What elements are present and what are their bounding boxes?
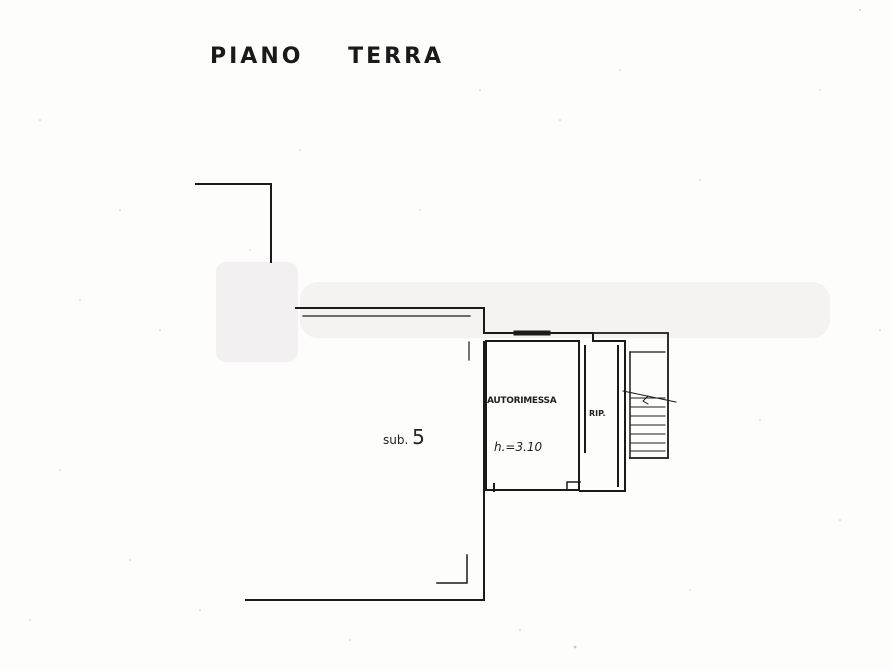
wall-sub5-right: [245, 341, 485, 601]
stair-enclosure: [592, 332, 669, 459]
stair-arrow: [622, 390, 677, 403]
garage-room: [485, 340, 580, 491]
wall-upper-left: [195, 183, 272, 263]
storage-label: RIP.: [589, 409, 606, 418]
scan-speckles: [29, 9, 881, 649]
subunit-prefix: sub.: [383, 433, 409, 447]
garage-height-label: h.=3.10: [494, 440, 543, 454]
garage-label: AUTORIMESSA: [487, 396, 557, 406]
subunit-label: sub. 5: [383, 425, 425, 449]
corner-mark-bottom-right: [436, 554, 468, 584]
storage-room: [579, 332, 626, 492]
redacted-strip: [216, 262, 830, 362]
subunit-number: 5: [412, 425, 425, 449]
stair-treads: [629, 397, 666, 452]
plan-title: PIANO TERRA: [210, 44, 445, 69]
